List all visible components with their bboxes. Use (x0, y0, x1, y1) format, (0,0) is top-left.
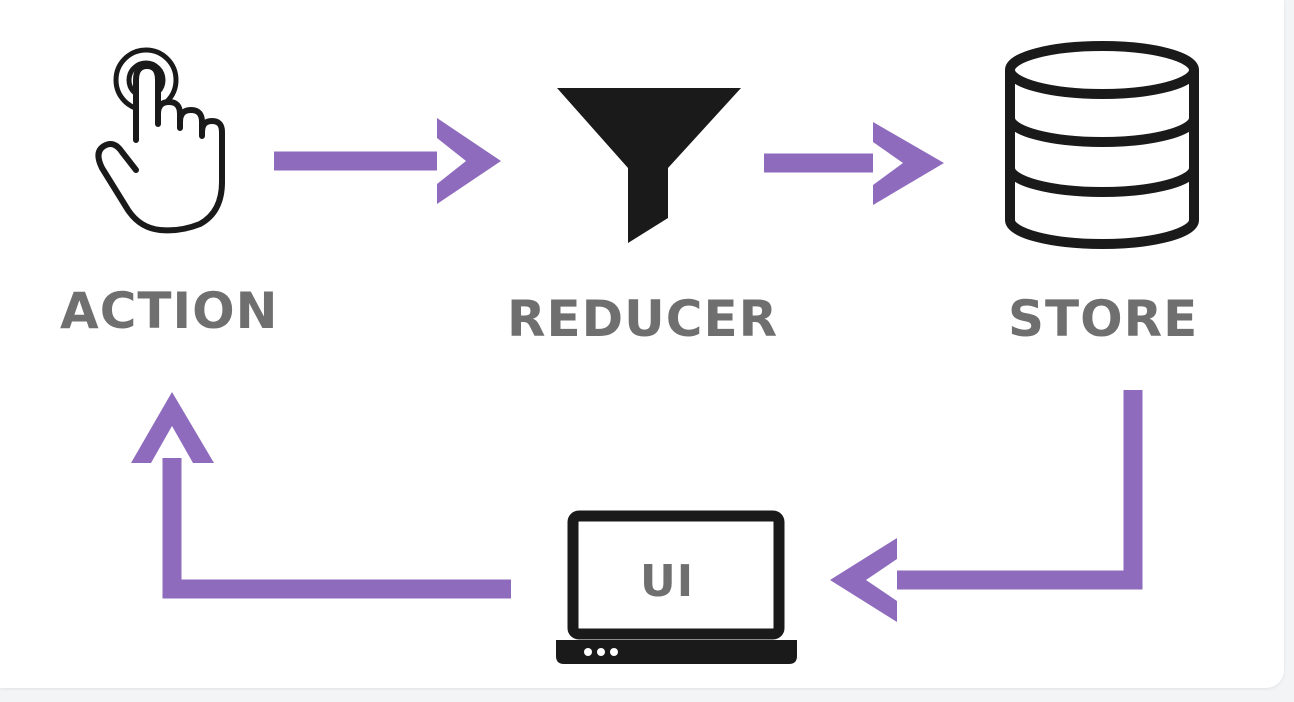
funnel-icon (557, 88, 741, 243)
database-icon (1005, 41, 1199, 249)
arrow-action-to-reducer (274, 118, 501, 204)
arrow-store-to-ui (830, 390, 1143, 622)
arrow-ui-to-action (131, 392, 511, 599)
store-label: STORE (1008, 290, 1199, 348)
redux-flow-diagram (95, 41, 1199, 664)
reducer-label: REDUCER (507, 290, 779, 348)
hand-pointer-icon (95, 47, 225, 234)
diagram-card: ACTION REDUCER STORE UI (0, 0, 1284, 688)
laptop-icon (556, 510, 797, 664)
action-label: ACTION (60, 282, 279, 340)
arrow-reducer-to-store (764, 122, 944, 205)
ui-label: UI (640, 556, 695, 607)
